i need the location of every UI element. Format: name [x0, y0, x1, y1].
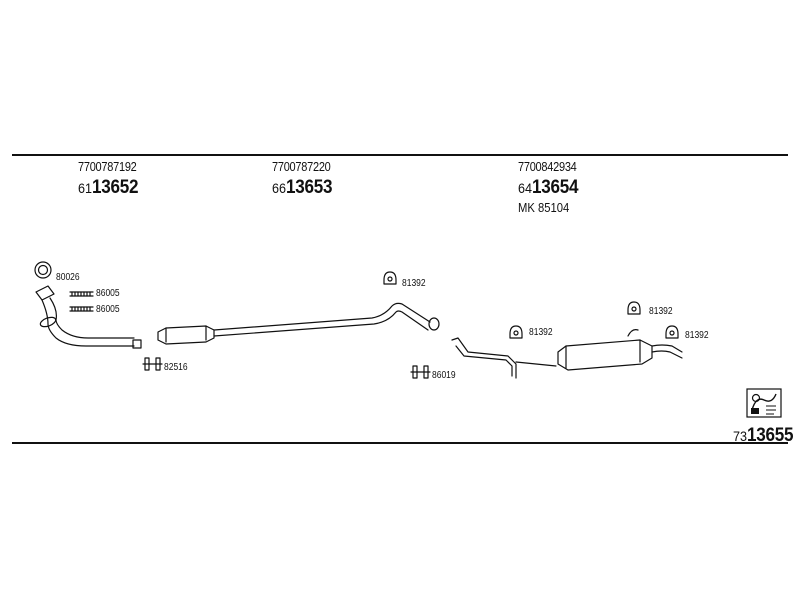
front-downpipe [35, 285, 142, 349]
part-number: 7700842934 [518, 160, 577, 174]
label-hanger-rear-1: 81392 [529, 327, 553, 338]
hanger-rear-1-symbol [509, 325, 523, 339]
assembly-middle: 7700787220 6613653 [272, 161, 339, 197]
gasket-symbol-1 [69, 291, 94, 297]
label-ring: 80026 [56, 272, 80, 283]
clamp-rear-symbol [410, 365, 431, 379]
label-gasket-1: 86005 [96, 288, 120, 299]
assembly-code: 6613653 [272, 176, 333, 198]
catalog-book-icon [746, 388, 782, 418]
gasket-symbol-2 [69, 306, 94, 312]
clamp-front-symbol [142, 357, 163, 371]
assembly-rear: 7700842934 6413654 MK 85104 [518, 161, 585, 214]
code-prefix: 64 [518, 179, 533, 196]
hanger-rear-3-symbol [665, 325, 679, 339]
label-clamp-front: 82516 [164, 362, 188, 373]
assembly-front: 7700787192 6113652 [78, 161, 145, 197]
catalog-code-prefix: 73 [733, 428, 748, 444]
mk-code: MK 85104 [518, 200, 570, 215]
bottom-rule [12, 442, 788, 444]
ring-part [34, 261, 52, 279]
assembly-code: 6113652 [78, 176, 139, 198]
code-main: 13653 [286, 176, 333, 198]
part-number: 7700787192 [78, 160, 137, 174]
ring-part-inner [37, 264, 49, 276]
code-main: 13654 [532, 176, 579, 198]
hanger-rear-2-symbol [627, 301, 641, 315]
catalog-code-main: 13655 [747, 425, 794, 446]
label-hanger-rear-3: 81392 [685, 330, 709, 341]
middle-pipe [157, 302, 440, 345]
code-prefix: 66 [272, 179, 287, 196]
label-hanger-rear-2: 81392 [649, 306, 673, 317]
part-number: 7700787220 [272, 160, 331, 174]
rear-pipe [451, 329, 683, 379]
assembly-code: 6413654 [518, 176, 579, 198]
code-main: 13652 [92, 176, 139, 198]
label-gasket-2: 86005 [96, 304, 120, 315]
label-hanger-mid: 81392 [402, 278, 426, 289]
label-clamp-rear: 86019 [432, 370, 456, 381]
hanger-mid-symbol [383, 271, 397, 285]
catalog-code: 7313655 [733, 425, 794, 447]
top-rule [12, 154, 788, 156]
code-prefix: 61 [78, 179, 93, 196]
